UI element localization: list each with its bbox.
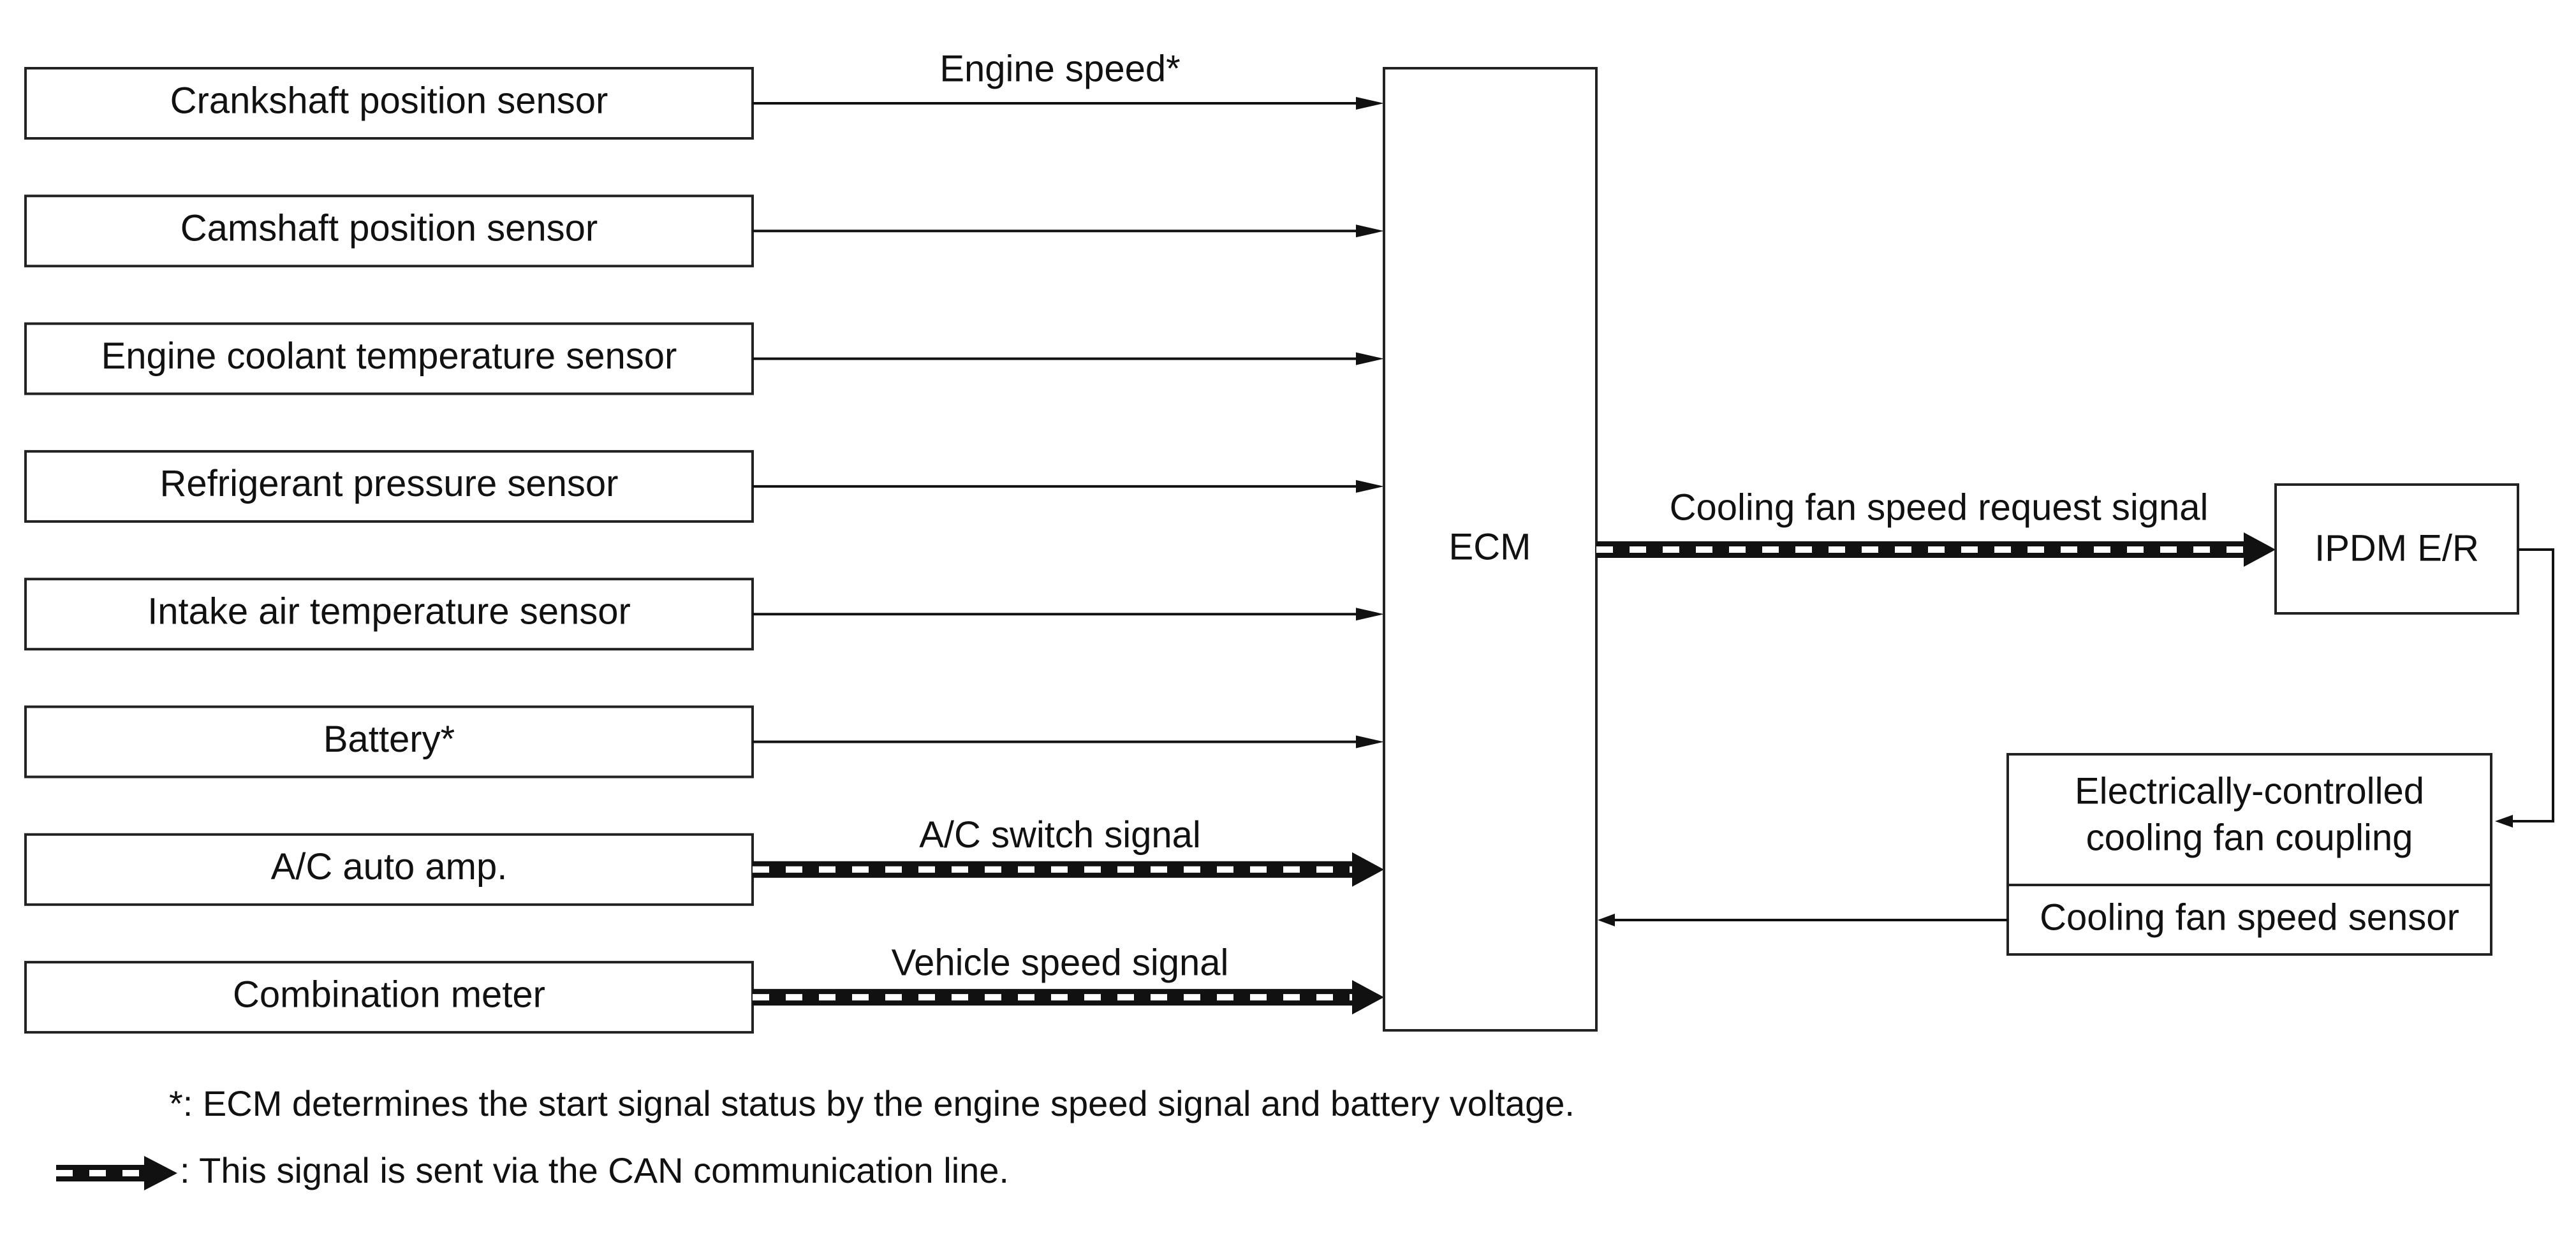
input-box-frame [24, 322, 754, 395]
input-box-frame [24, 961, 754, 1034]
cooling-fan-request-label: Cooling fan speed request signal [1670, 486, 2209, 528]
signal-arrowhead [1356, 608, 1384, 621]
input-label: A/C auto amp. [271, 846, 508, 888]
cooling-fan-request-can [1596, 532, 2276, 567]
input-box: Engine coolant temperature sensor [24, 322, 754, 395]
input-box: Camshaft position sensor [24, 194, 754, 268]
signal-line [753, 735, 1384, 749]
signal-line [753, 224, 1384, 238]
signal-arrowhead [1356, 735, 1384, 749]
can-signal-line-arrowhead [1352, 852, 1384, 887]
input-label: Combination meter [233, 974, 545, 1015]
signal-line [753, 97, 1384, 110]
signal-arrowhead [1356, 479, 1384, 493]
input-label: Battery* [323, 719, 455, 760]
fan-coupling-box: Electrically-controlled cooling fan coup… [2006, 753, 2492, 956]
ipdm-to-coupling-line [2510, 548, 2554, 822]
input-box: Combination meter [24, 961, 754, 1034]
can-signal-line [753, 852, 1384, 887]
coupling-arrowhead [2495, 815, 2513, 828]
input-label: Engine coolant temperature sensor [101, 335, 677, 377]
legend-can-glyph-arrowhead [144, 1156, 177, 1190]
input-box-frame [24, 578, 754, 651]
signal-arrowhead [1356, 352, 1384, 365]
input-box: Battery* [24, 705, 754, 778]
ipdm-er-label: IPDM E/R [2315, 527, 2479, 569]
signal-label: A/C switch signal [919, 814, 1201, 856]
signal-label: Engine speed* [939, 48, 1180, 89]
input-box: A/C auto amp. [24, 833, 754, 906]
cooling-fan-request-can-arrowhead [2244, 532, 2276, 567]
ecm-box: ECM [1383, 67, 1598, 1032]
signal-line [753, 479, 1384, 493]
signal-label: Vehicle speed signal [892, 942, 1229, 983]
input-label: Camshaft position sensor [180, 208, 598, 249]
input-box-frame [24, 67, 754, 140]
input-label: Refrigerant pressure sensor [160, 463, 619, 504]
signal-line [753, 352, 1384, 365]
input-box: Intake air temperature sensor [24, 578, 754, 651]
fan-coupling-line1: Electrically-controlled [2075, 770, 2424, 812]
input-box-frame [24, 705, 754, 778]
input-box-frame [24, 194, 754, 268]
can-note: : This signal is sent via the CAN commun… [180, 1150, 1009, 1190]
can-line-legend [56, 1156, 177, 1190]
input-label: Crankshaft position sensor [170, 80, 608, 121]
can-signal-line [753, 980, 1384, 1015]
signal-line [753, 608, 1384, 621]
input-box-frame [24, 833, 754, 906]
can-signal-line-arrowhead [1352, 980, 1384, 1015]
cooling-fan-request-line [1596, 532, 2276, 567]
input-box: Crankshaft position sensor [24, 67, 754, 140]
fan-speed-sensor-label: Cooling fan speed sensor [2040, 896, 2459, 938]
signal-arrowhead [1356, 224, 1384, 238]
fan-coupling-line2: cooling fan coupling [2086, 817, 2413, 858]
input-box: Refrigerant pressure sensor [24, 449, 754, 523]
fan-sensor-arrowhead [1598, 914, 1615, 926]
legend-can-glyph [56, 1156, 177, 1190]
ecm-label: ECM [1449, 526, 1531, 567]
signal-arrowhead [1356, 97, 1384, 110]
ipdm-er-box: IPDM E/R [2274, 483, 2519, 615]
input-label: Intake air temperature sensor [147, 591, 631, 632]
asterisk-note: *: ECM determines the start signal statu… [169, 1083, 1575, 1123]
